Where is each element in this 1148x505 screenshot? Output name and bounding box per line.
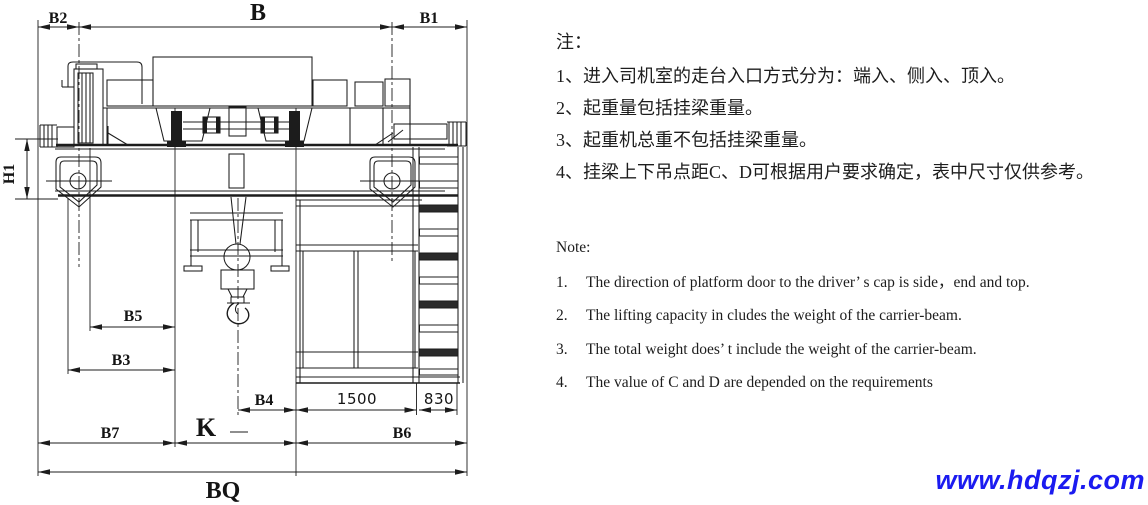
note-text: The lifting capacity in cludes the weigh…	[586, 307, 962, 324]
note-en-2: 2. The lifting capacity in cludes the we…	[556, 308, 1148, 324]
dim-label-b6: B6	[393, 425, 412, 442]
note-en-4: 4. The value of C and D are depended on …	[556, 375, 1148, 391]
note-number: 4.	[556, 374, 568, 391]
dim-label-bq: BQ	[206, 478, 241, 504]
crane-diagram: B2 B B1 H1 B5 B3 B4 1500 830 B7 K B6 BQ	[1, 0, 468, 504]
note-cn-2: 2、起重量包括挂梁重量。	[556, 98, 763, 118]
note-text: The value of C and D are depended on the…	[586, 374, 933, 391]
dim-label-h1: H1	[1, 164, 18, 184]
note-cn-3: 3、起重机总重不包括挂梁重量。	[556, 130, 817, 150]
note-number: 1.	[556, 273, 568, 291]
note-cn-1: 1、进入司机室的走台入口方式分为：端入、侧入、顶入。	[556, 66, 1015, 86]
notes-chinese: 注： 1、进入司机室的走台入口方式分为：端入、侧入、顶入。 2、起重量包括挂梁重…	[556, 33, 1148, 195]
dim-label-b5: B5	[124, 308, 143, 325]
dimension-lines	[24, 24, 467, 475]
dim-label-b1: B1	[420, 10, 439, 27]
dim-label-b4: B4	[255, 392, 274, 409]
note-text: The direction of platform door to the dr…	[586, 273, 1030, 291]
notes-english: Note: 1. The direction of platform door …	[556, 240, 1148, 409]
extension-lines	[15, 20, 468, 476]
note-en-1: 1. The direction of platform door to the…	[556, 273, 1148, 291]
dim-label-b3: B3	[112, 352, 131, 369]
note-cn-4: 4、挂梁上下吊点距C、D可根据用户要求确定，表中尺寸仅供参考。	[556, 162, 1095, 182]
note-en-3: 3. The total weight does’ t include the …	[556, 340, 1148, 358]
dim-label-1500: 1500	[337, 390, 377, 408]
crane-structure	[39, 56, 467, 384]
dim-label-830: 830	[424, 390, 454, 408]
note-text: The total weight does’ t include the wei…	[586, 340, 977, 358]
note-number: 3.	[556, 340, 568, 358]
dim-label-b2: B2	[49, 10, 68, 27]
note-number: 2.	[556, 307, 568, 324]
dim-label-b7: B7	[101, 425, 120, 442]
notes-chinese-title: 注：	[556, 32, 592, 52]
dim-label-k: K	[196, 413, 217, 442]
website-watermark: www.hdqzj.com	[935, 465, 1145, 495]
notes-english-title: Note:	[556, 239, 591, 256]
dim-label-b: B	[250, 0, 266, 26]
